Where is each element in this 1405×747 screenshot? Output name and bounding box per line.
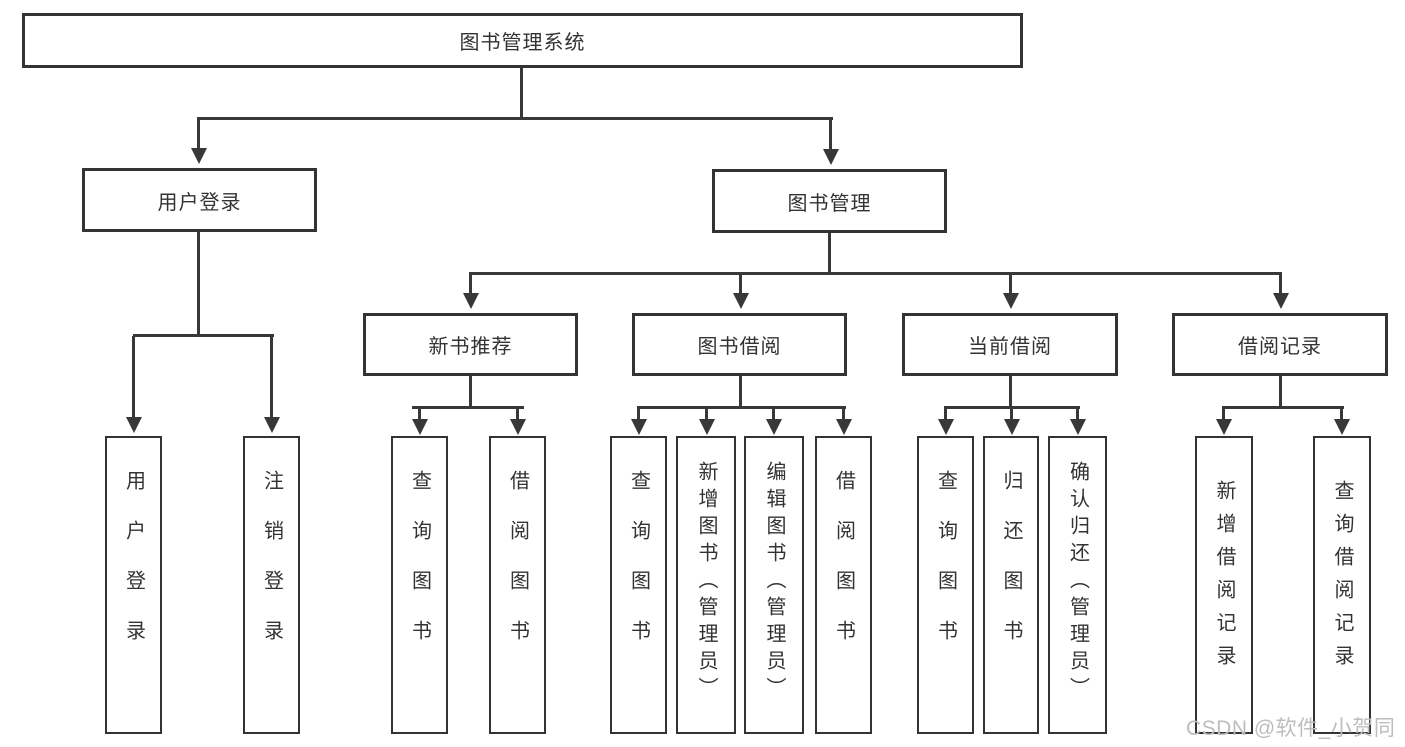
- arrow-down-icon: [835, 408, 852, 435]
- connector-borrow-branch: [637, 406, 846, 409]
- node-current-borrow-label: 当前借阅: [968, 336, 1052, 358]
- node-book-management: 图书管理: [712, 169, 947, 233]
- leaf-user-login: 用户登录: [105, 436, 162, 734]
- connector-mgmt-branch: [469, 272, 1282, 275]
- connector-root-branch: [197, 117, 833, 120]
- node-book-borrow: 图书借阅: [632, 313, 847, 376]
- arrow-down-icon: [462, 274, 479, 309]
- connector-current-branch: [944, 406, 1080, 409]
- arrow-down-icon: [1003, 408, 1020, 435]
- leaf-current-query-book-label: 查询图书: [934, 470, 957, 670]
- node-root: 图书管理系统: [22, 13, 1023, 68]
- watermark: CSDN @软件_小贺同学: [1186, 717, 1396, 740]
- leaf-user-login-label: 用户登录: [122, 470, 145, 670]
- leaf-record-query-borrow-record: 查询借阅记录: [1313, 436, 1371, 734]
- arrow-down-icon: [1002, 274, 1019, 309]
- arrow-down-icon: [509, 408, 526, 435]
- connector-newbook-branch: [412, 406, 524, 409]
- leaf-record-add-borrow-record: 新增借阅记录: [1195, 436, 1253, 734]
- leaf-record-query-borrow-record-label: 查询借阅记录: [1331, 480, 1353, 678]
- node-book-borrow-label: 图书借阅: [697, 336, 782, 358]
- arrow-down-icon: [732, 274, 749, 309]
- arrow-down-icon: [822, 119, 839, 165]
- leaf-borrow-add-book-admin: 新增图书（管理员）: [676, 436, 736, 734]
- leaf-current-confirm-return-admin-label: 确认归还（管理员）: [1066, 460, 1089, 704]
- leaf-current-return-book-label: 归还图书: [1000, 470, 1022, 670]
- leaf-borrow-query-book-label: 查询图书: [627, 470, 650, 670]
- arrow-down-icon: [411, 408, 428, 435]
- leaf-newbook-query-book-label: 查询图书: [408, 470, 431, 670]
- leaf-logout-label: 注销登录: [260, 470, 283, 670]
- node-borrow-record: 借阅记录: [1172, 313, 1388, 376]
- connector-current-stem: [1009, 376, 1012, 408]
- node-book-management-label: 图书管理: [787, 192, 872, 215]
- connector-record-stem: [1279, 376, 1282, 408]
- connector-root-stem: [520, 67, 523, 118]
- connector-user-stem: [197, 232, 200, 336]
- leaf-newbook-borrow-book: 借阅图书: [489, 436, 546, 734]
- arrow-down-icon: [263, 336, 280, 433]
- leaf-borrow-edit-book-admin-label: 编辑图书（管理员）: [763, 460, 785, 704]
- node-root-label: 图书管理系统: [459, 32, 586, 54]
- leaf-current-return-book: 归还图书: [983, 436, 1039, 734]
- node-borrow-record-label: 借阅记录: [1238, 336, 1322, 358]
- connector-newbook-stem: [469, 376, 472, 408]
- arrow-down-icon: [937, 408, 954, 435]
- arrow-down-icon: [1272, 274, 1289, 309]
- leaf-newbook-query-book: 查询图书: [391, 436, 448, 734]
- leaf-current-query-book: 查询图书: [917, 436, 974, 734]
- arrow-down-icon: [1333, 408, 1350, 435]
- node-new-book-recommend: 新书推荐: [363, 313, 578, 376]
- connector-user-branch: [133, 334, 274, 337]
- leaf-borrow-add-book-admin-label: 新增图书（管理员）: [695, 460, 717, 704]
- arrow-down-icon: [630, 408, 647, 435]
- connector-record-branch: [1222, 406, 1344, 409]
- leaf-borrow-edit-book-admin: 编辑图书（管理员）: [744, 436, 804, 734]
- arrow-down-icon: [190, 119, 207, 164]
- connector-borrow-stem: [739, 376, 742, 408]
- arrow-down-icon: [1215, 408, 1232, 435]
- leaf-borrow-query-book: 查询图书: [610, 436, 667, 734]
- leaf-record-add-borrow-record-label: 新增借阅记录: [1213, 480, 1235, 678]
- leaf-borrow-borrow-book: 借阅图书: [815, 436, 872, 734]
- arrow-down-icon: [765, 408, 782, 435]
- arrow-down-icon: [698, 408, 715, 435]
- leaf-logout: 注销登录: [243, 436, 300, 734]
- node-user-login-label: 用户登录: [157, 191, 242, 214]
- arrow-down-icon: [1069, 408, 1086, 435]
- leaf-newbook-borrow-book-label: 借阅图书: [506, 470, 529, 670]
- node-user-login: 用户登录: [82, 168, 317, 232]
- arrow-down-icon: [125, 336, 142, 433]
- node-new-book-recommend-label: 新书推荐: [428, 336, 513, 358]
- node-current-borrow: 当前借阅: [902, 313, 1118, 376]
- connector-mgmt-stem: [828, 233, 831, 275]
- leaf-current-confirm-return-admin: 确认归还（管理员）: [1048, 436, 1107, 734]
- leaf-borrow-borrow-book-label: 借阅图书: [832, 470, 855, 670]
